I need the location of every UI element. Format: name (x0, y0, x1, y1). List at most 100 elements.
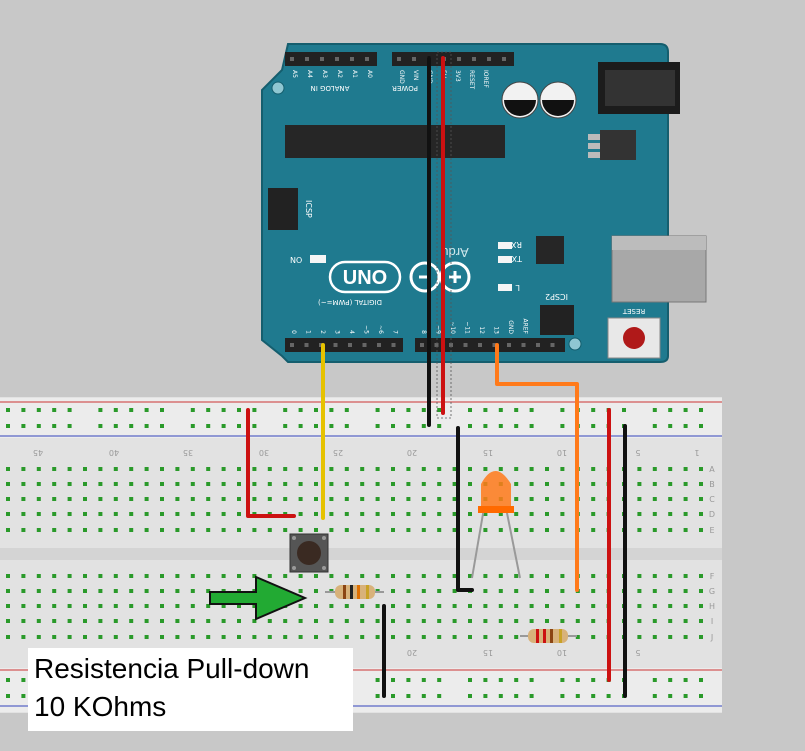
terminal-hole (699, 635, 703, 639)
terminal-hole (391, 635, 395, 639)
header-pin (412, 57, 416, 61)
terminal-hole (452, 619, 457, 623)
terminal-hole (683, 528, 688, 532)
rail-hole (437, 424, 442, 428)
terminal-hole (52, 604, 57, 608)
terminal-hole (190, 528, 195, 532)
terminal-hole (652, 589, 657, 593)
terminal-hole (129, 635, 134, 639)
rail-hole (652, 408, 657, 412)
header-pin (457, 57, 461, 61)
terminal-hole (668, 589, 673, 593)
terminal-hole (160, 512, 164, 516)
terminal-hole (391, 467, 395, 471)
terminal-hole (668, 574, 673, 578)
push-button[interactable] (289, 533, 329, 573)
terminal-hole (252, 619, 257, 623)
terminal-hole (113, 589, 118, 593)
terminal-hole (452, 589, 457, 593)
terminal-hole (421, 589, 426, 593)
icsp2-header (540, 305, 574, 335)
rail-hole (283, 408, 288, 412)
row-letter: I (711, 617, 713, 626)
rail-hole (67, 424, 72, 428)
analog-pin-label: A5 (291, 70, 298, 78)
terminal-hole (560, 619, 565, 623)
terminal-hole (391, 528, 395, 532)
terminal-hole (160, 574, 164, 578)
terminal-hole (283, 528, 288, 532)
terminal-hole (6, 635, 10, 639)
rail-hole (498, 408, 503, 412)
terminal-hole (52, 467, 57, 471)
terminal-hole (437, 512, 442, 516)
rail-hole (237, 424, 241, 428)
rail-hole (591, 678, 596, 682)
rail-hole (52, 408, 57, 412)
rail-hole (622, 408, 626, 412)
terminal-hole (83, 574, 87, 578)
terminal-hole (144, 482, 149, 486)
terminal-hole (483, 574, 488, 578)
rail-hole (314, 424, 318, 428)
terminal-hole (160, 497, 164, 501)
terminal-hole (237, 619, 241, 623)
row-letter: G (709, 587, 715, 596)
terminal-hole (668, 482, 673, 486)
terminal-hole (52, 482, 57, 486)
terminal-hole (683, 574, 688, 578)
terminal-hole (83, 512, 87, 516)
terminal-hole (452, 467, 457, 471)
rail-hole (560, 694, 565, 698)
terminal-hole (175, 512, 180, 516)
terminal-hole (637, 589, 642, 593)
on-label: ON (290, 255, 302, 264)
terminal-hole (452, 635, 457, 639)
terminal-hole (514, 635, 519, 639)
terminal-hole (483, 467, 488, 471)
terminal-hole (375, 619, 380, 623)
rail-hole (699, 694, 703, 698)
terminal-hole (314, 635, 318, 639)
terminal-hole (6, 528, 10, 532)
rail-hole (421, 424, 426, 428)
rail-hole (21, 408, 26, 412)
terminal-hole (298, 589, 303, 593)
terminal-hole (283, 482, 288, 486)
terminal-hole (190, 512, 195, 516)
terminal-hole (483, 589, 488, 593)
terminal-hole (375, 482, 380, 486)
terminal-hole (360, 497, 365, 501)
terminal-hole (6, 604, 10, 608)
header-pin (290, 343, 294, 347)
header-pin (502, 57, 506, 61)
terminal-hole (329, 528, 334, 532)
terminal-hole (52, 528, 57, 532)
digital-pin-label: 0 (290, 330, 297, 334)
terminal-hole (652, 635, 657, 639)
rail-hole (699, 408, 703, 412)
header-pin (304, 343, 309, 347)
rail-hole (329, 424, 334, 428)
terminal-hole (83, 482, 87, 486)
terminal-hole (67, 619, 72, 623)
terminal-hole (98, 512, 103, 516)
terminal-hole (21, 512, 26, 516)
terminal-hole (637, 574, 642, 578)
terminal-hole (391, 589, 395, 593)
terminal-hole (129, 604, 134, 608)
terminal-hole (591, 497, 596, 501)
terminal-hole (668, 635, 673, 639)
terminal-hole (83, 528, 87, 532)
terminal-hole (344, 497, 349, 501)
terminal-hole (36, 635, 41, 639)
terminal-hole (637, 512, 642, 516)
terminal-hole (360, 604, 365, 608)
terminal-hole (421, 619, 426, 623)
terminal-hole (699, 482, 703, 486)
terminal-hole (683, 619, 688, 623)
reset-button[interactable] (607, 317, 661, 359)
digital-pin-label: 13 (493, 326, 500, 334)
terminal-hole (514, 619, 519, 623)
terminal-hole (175, 635, 180, 639)
